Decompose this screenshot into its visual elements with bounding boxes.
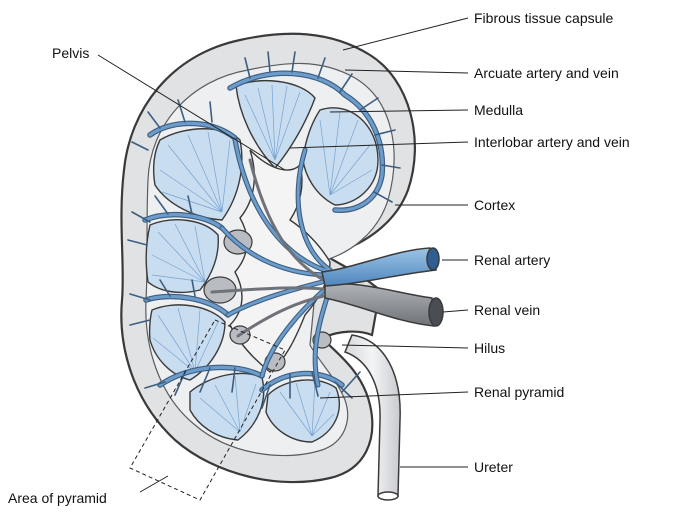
label-cortex: Cortex [474,197,515,213]
ureter-opening [378,492,398,500]
label-renal-vein: Renal vein [474,302,540,318]
label-hilus: Hilus [474,340,505,356]
label-interlobar-artery-vein: Interlobar artery and vein [474,134,630,150]
label-ureter: Ureter [474,459,513,475]
label-area-of-pyramid: Area of pyramid [8,490,107,506]
label-arcuate-artery-vein: Arcuate artery and vein [474,65,619,81]
label-medulla: Medulla [474,102,523,118]
label-fibrous-capsule: Fibrous tissue capsule [474,10,613,26]
renal-artery-opening [427,248,439,270]
renal-vein-opening [429,298,443,326]
label-renal-pyramid: Renal pyramid [474,384,564,400]
label-pelvis: Pelvis [52,45,89,61]
label-renal-artery: Renal artery [474,252,550,268]
